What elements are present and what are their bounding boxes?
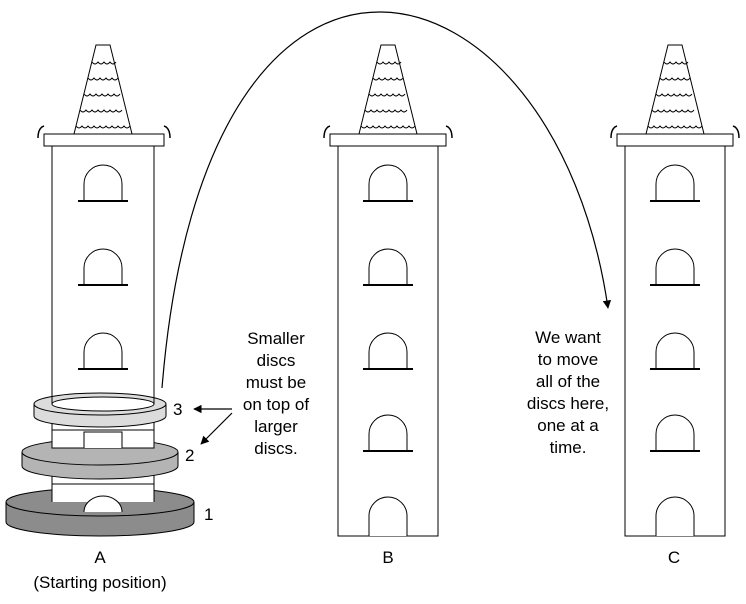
tower-b-label: B	[382, 548, 393, 567]
tower-c-window	[650, 248, 700, 286]
rule-note: Smaller discs must be on top of larger d…	[243, 329, 309, 458]
tower-c-roof	[610, 44, 740, 147]
disc-3	[33, 392, 167, 428]
tower-b-window	[363, 414, 413, 452]
disc-2-pointer-arrow	[200, 412, 233, 445]
goal-note: We want to move all of the discs here, o…	[527, 328, 609, 457]
tower-b-door	[368, 496, 408, 536]
tower-b-window	[363, 248, 413, 286]
tower-a-roof	[37, 44, 171, 147]
disc-2	[21, 429, 179, 480]
tower-c-window	[650, 332, 700, 370]
tower-c	[610, 44, 740, 537]
tower-b-window	[363, 332, 413, 370]
disc-3-number: 3	[173, 400, 182, 419]
rule-note-line: Smaller	[247, 329, 305, 348]
goal-note-line: all of the	[536, 372, 600, 391]
tower-c-door	[655, 496, 695, 536]
goal-note-line: We want	[535, 328, 601, 347]
rule-note-line: must be	[246, 373, 306, 392]
tower-b-window	[363, 164, 413, 202]
tower-c-label: C	[668, 548, 680, 567]
disc-1	[5, 483, 195, 537]
move-arc-arrow	[161, 11, 612, 389]
tower-b	[323, 44, 453, 537]
tower-a-label: A	[94, 548, 106, 567]
rule-note-line: larger	[254, 417, 298, 436]
rule-note-line: discs.	[254, 439, 297, 458]
goal-note-line: time.	[550, 438, 587, 457]
goal-note-line: discs here,	[527, 394, 609, 413]
disc-1-number: 1	[204, 505, 213, 524]
tower-a-window	[78, 248, 128, 286]
tower-a-window	[78, 164, 128, 202]
tower-a-sublabel: (Starting position)	[33, 573, 166, 592]
tower-a-window	[78, 332, 128, 370]
rule-note-line: on top of	[243, 395, 309, 414]
goal-note-line: to move	[538, 350, 598, 369]
tower-c-window	[650, 414, 700, 452]
disc-2-number: 2	[185, 446, 194, 465]
tower-b-roof	[323, 44, 453, 147]
goal-note-line: one at a	[537, 416, 599, 435]
tower-c-window	[650, 164, 700, 202]
rule-note-line: discs	[257, 351, 296, 370]
